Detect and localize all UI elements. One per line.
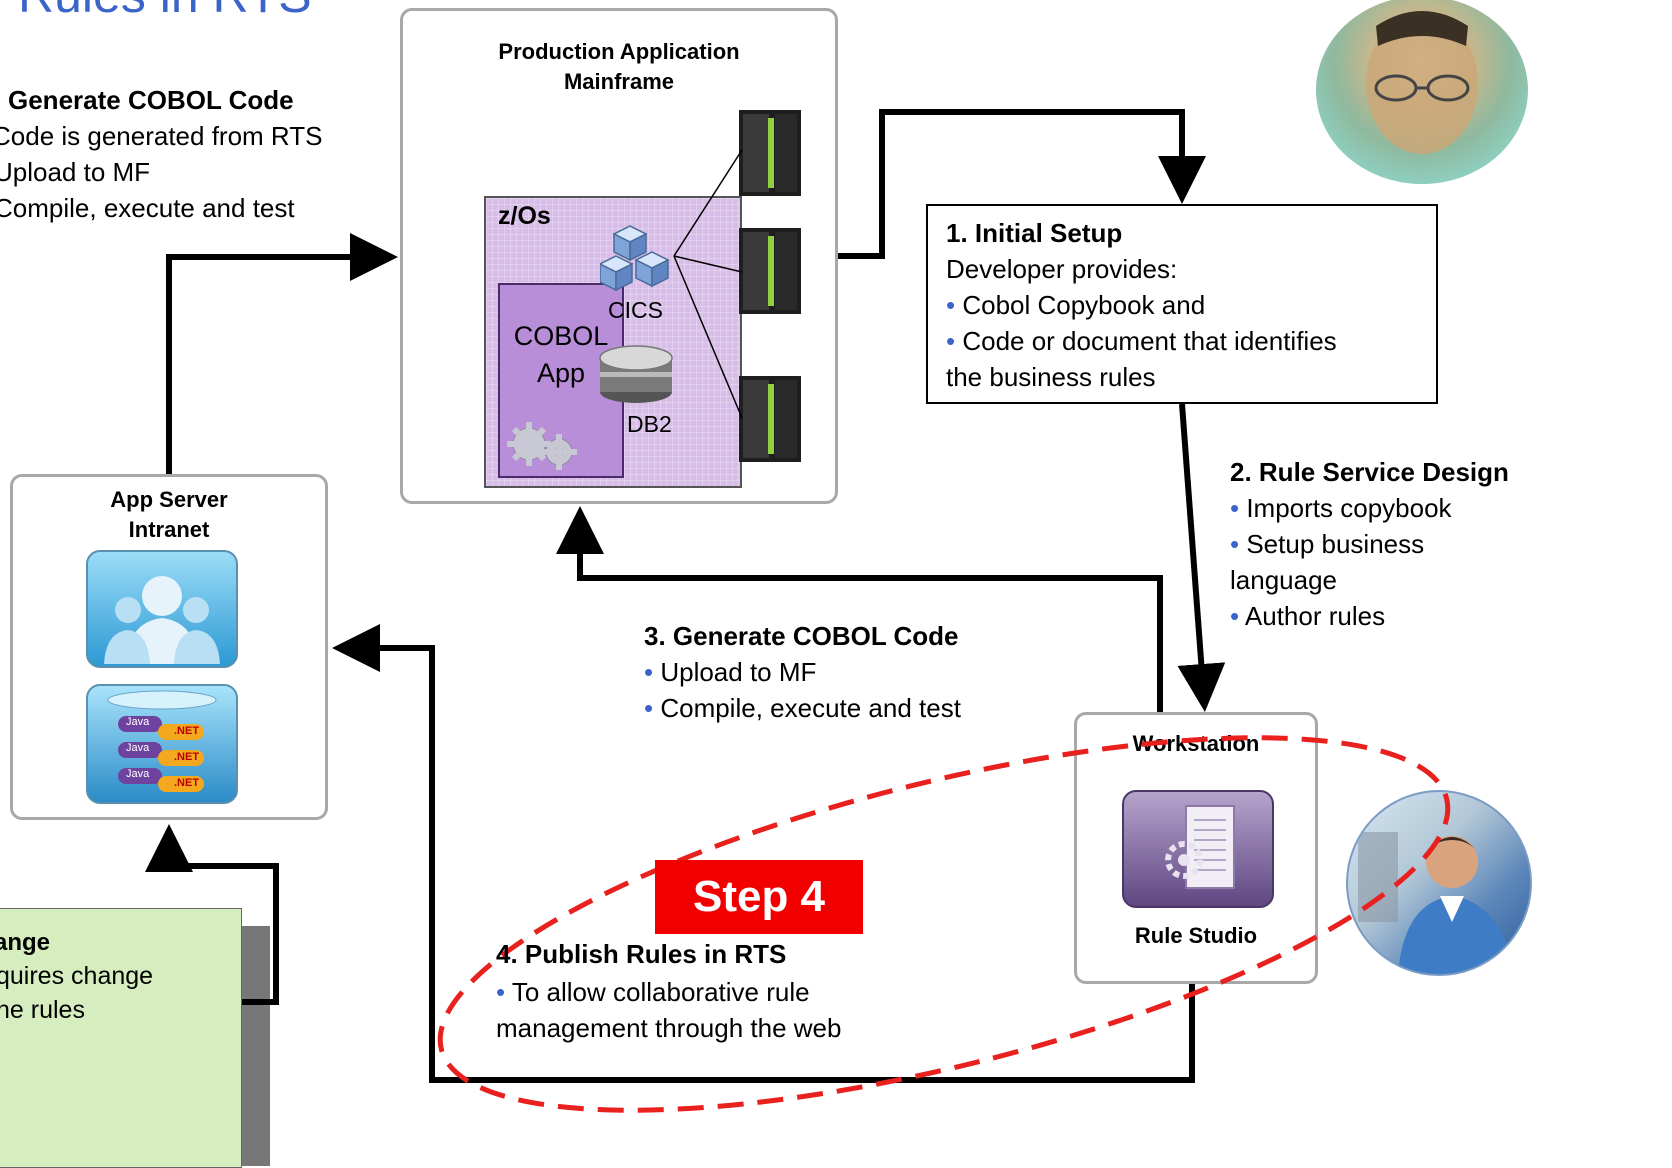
gears-icon [507, 422, 577, 470]
mainframe-title-line1: Production Application [498, 39, 740, 64]
step1-bullet-text: Code or document that identifies [962, 326, 1337, 356]
step2-bullet: • Imports copybook [1230, 493, 1452, 523]
slide-title: Rules in RTS [18, 0, 312, 24]
step0-item: Upload to MF [0, 157, 151, 187]
arrow-setup-to-workstation [1177, 403, 1226, 712]
cobol-app-line1: COBOL [513, 321, 609, 351]
step1-heading: 1. Initial Setup [946, 218, 1123, 248]
net-label: .NET [174, 725, 200, 737]
arrow-note-to-appserver [145, 824, 279, 1005]
java-label: Java [126, 768, 150, 780]
step0-item: Code is generated from RTS [0, 121, 323, 151]
step2-bullet: • Author rules [1230, 601, 1386, 631]
step3-heading: 3. Generate COBOL Code [644, 621, 959, 651]
step2-bullet-text: Setup business [1246, 529, 1425, 559]
step4-badge: Step 4 [655, 860, 863, 934]
step1-intro: Developer provides: [946, 254, 1178, 284]
step3-bullet: • Compile, execute and test [644, 693, 961, 723]
cics-cubes-icon [600, 225, 670, 292]
arrow-mainframe-to-setup [838, 109, 1206, 259]
cobol-app-line2: App [536, 358, 586, 388]
app-server-title-line1: App Server [110, 487, 228, 512]
developer-photo-top [1316, 0, 1528, 184]
initial-setup-box [926, 204, 1438, 404]
step3-bullet: • Upload to MF [644, 657, 817, 687]
change-note-heading: ange [0, 929, 51, 956]
step3-bullet-text: Upload to MF [660, 657, 817, 687]
step1-bullet: • Code or document that identifies [946, 326, 1337, 356]
server-icon [739, 228, 801, 314]
step4-bullet-text: To allow collaborative rule [511, 977, 810, 1007]
change-note-line: quires change [0, 962, 154, 990]
step4-heading: 4. Publish Rules in RTS [496, 939, 787, 969]
cics-label: CICS [608, 297, 663, 323]
step2-bullet: • Setup business [1230, 529, 1425, 559]
java-label: Java [126, 742, 150, 754]
server-icon [739, 110, 801, 196]
change-note [0, 908, 242, 1168]
step2-heading: 2. Rule Service Design [1230, 457, 1509, 487]
users-icon [86, 550, 238, 668]
arrow-workstation-to-appserver [332, 624, 1195, 1083]
step0-item: Compile, execute and test [0, 193, 295, 223]
step4-highlight-ellipse [437, 735, 1451, 1113]
app-server-title-line2: Intranet [128, 517, 210, 542]
step2-bullet-text: Author rules [1244, 601, 1386, 631]
change-note-line: he rules [0, 996, 85, 1024]
step2-bullet-continued: language [1230, 565, 1337, 595]
step1-bullet: • Cobol Copybook and [946, 290, 1206, 320]
java-label: Java [126, 716, 150, 728]
rule-studio-icon [1122, 790, 1274, 908]
db2-label: DB2 [627, 411, 672, 437]
rule-studio-label: Rule Studio [1134, 923, 1258, 948]
server-connection-lines [673, 149, 743, 419]
step1-bullet-continued: the business rules [946, 362, 1156, 392]
step4-bullet: • To allow collaborative rule [496, 977, 810, 1007]
net-label: .NET [174, 751, 200, 763]
step2-bullet-text: Imports copybook [1246, 493, 1452, 523]
step1-bullet-text: Cobol Copybook and [962, 290, 1206, 320]
arrow-workstation-to-mainframe [556, 506, 1163, 712]
analyst-photo-bottom [1346, 790, 1532, 976]
step0-heading: Generate COBOL Code [8, 85, 294, 115]
step3-bullet-text: Compile, execute and test [660, 693, 961, 723]
mainframe-title-line2: Mainframe [563, 69, 675, 94]
db2-database-icon [599, 345, 673, 403]
server-icon [739, 376, 801, 462]
zos-label: z/Os [498, 202, 551, 230]
net-label: .NET [174, 777, 200, 789]
java-net-runtime-icon: Java .NET Java .NET Java .NET [86, 684, 238, 804]
step4-bullet-continued: management through the web [496, 1013, 842, 1043]
arrow-appserver-to-mainframe [166, 233, 398, 474]
